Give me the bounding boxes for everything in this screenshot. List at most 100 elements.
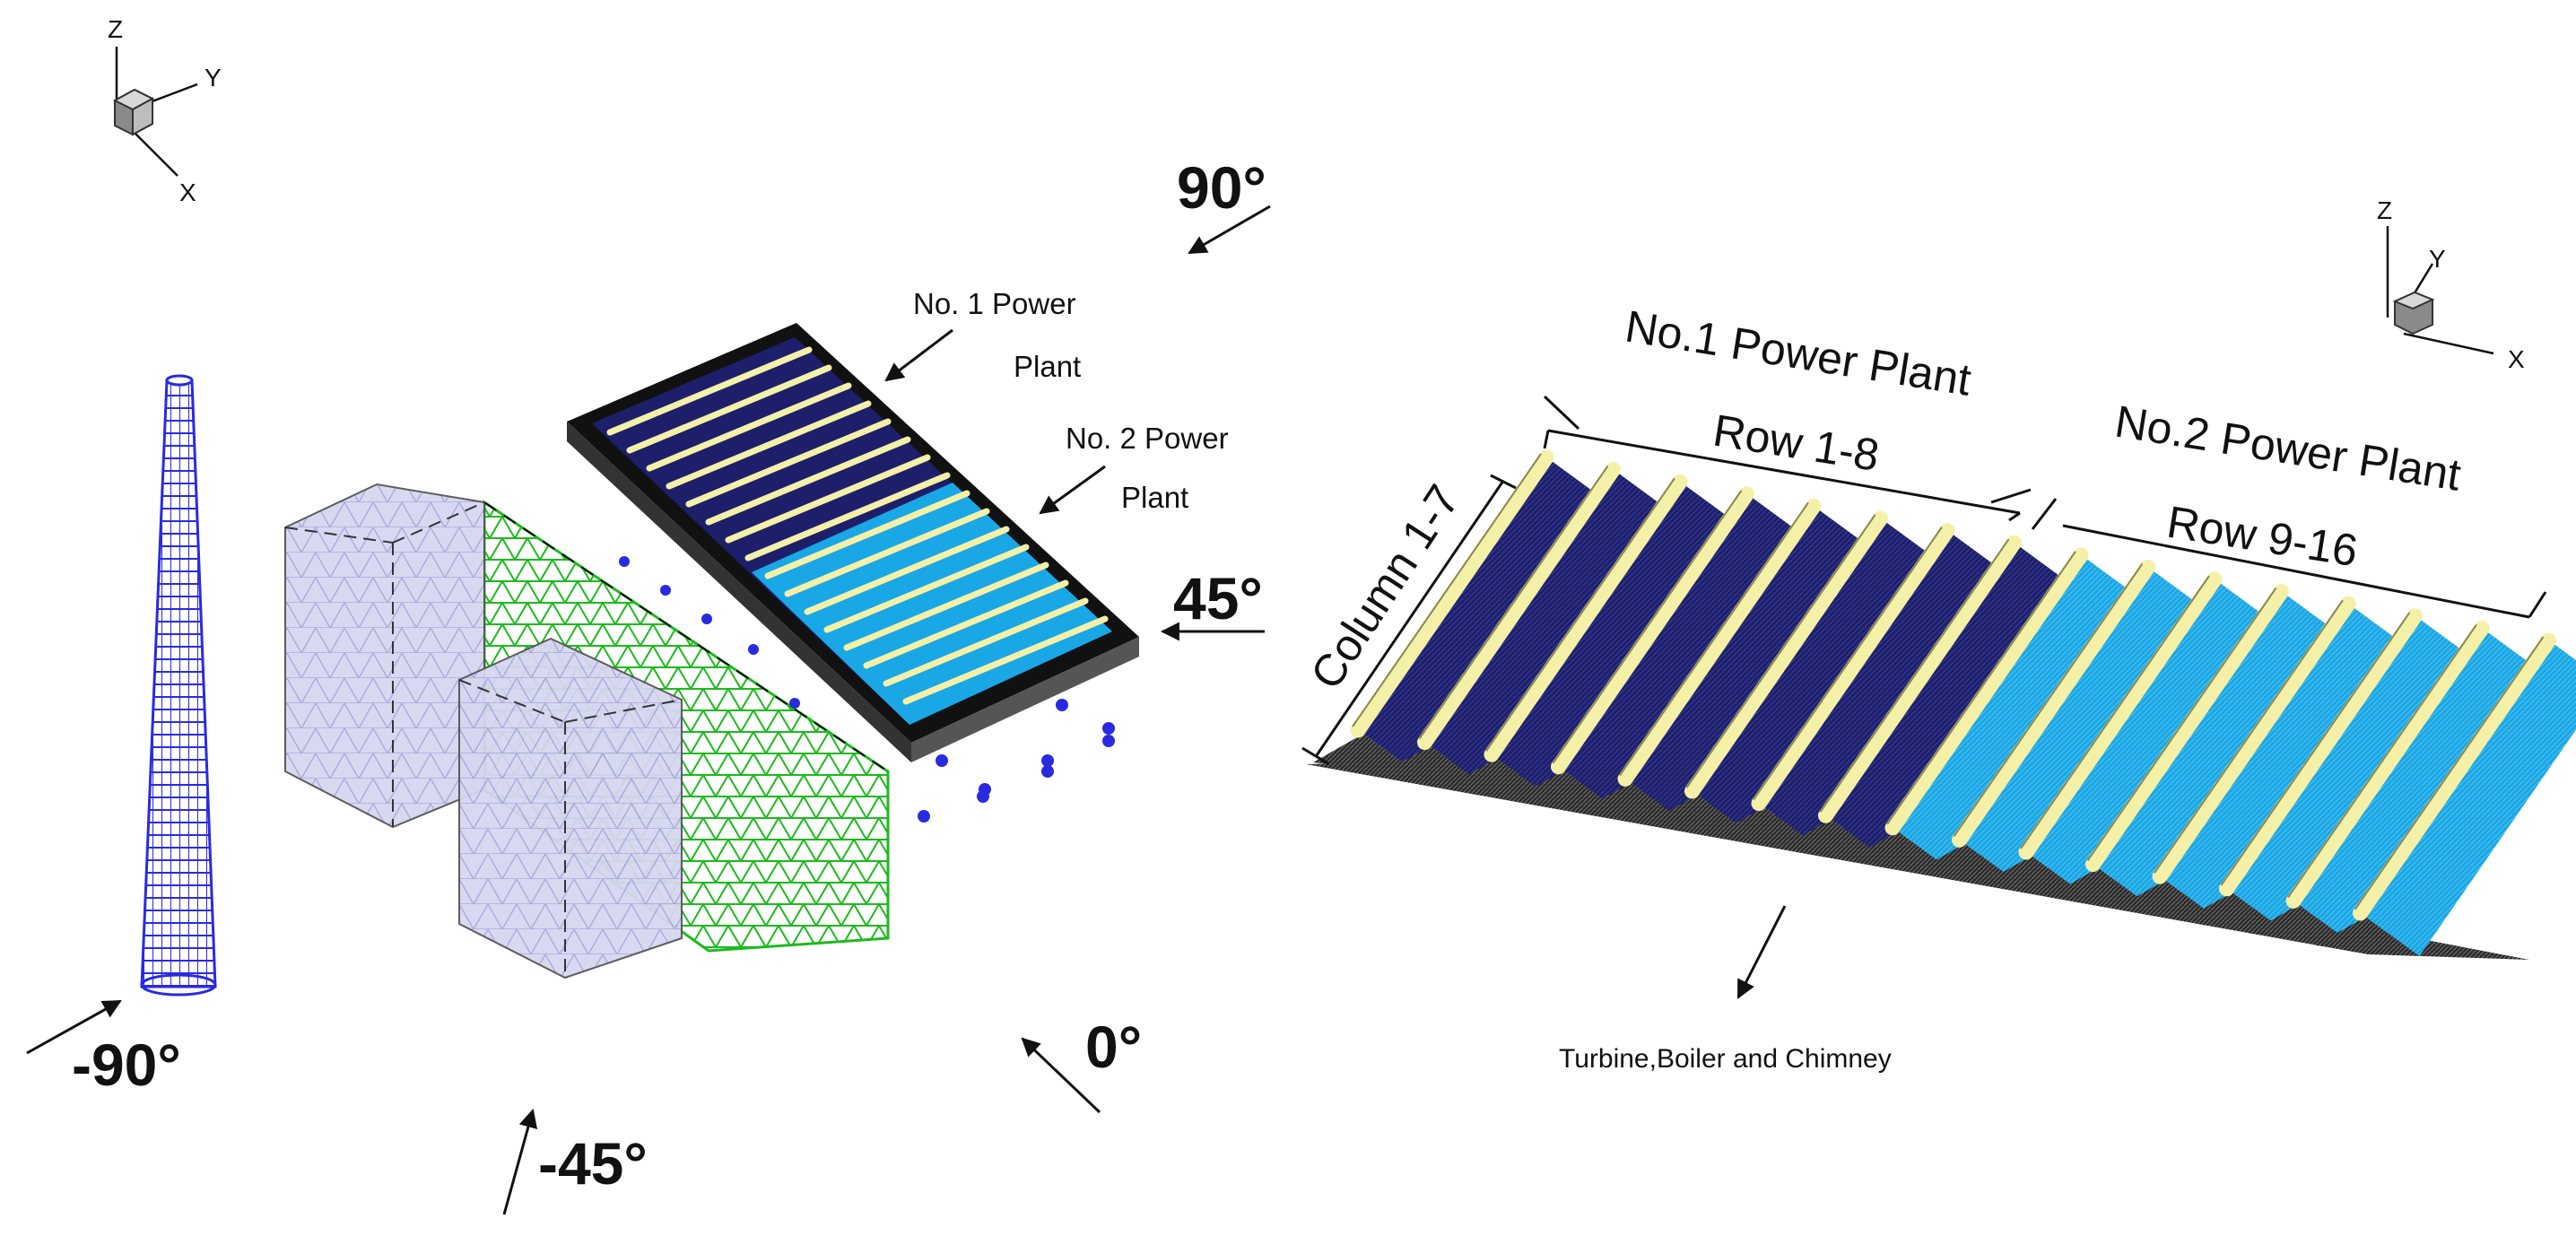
acc-row-5 (1580, 498, 1873, 823)
acc-row-steam-tube (1751, 523, 1955, 812)
acc-row-11 (1981, 571, 2274, 895)
acc-row-panel (2365, 644, 2576, 956)
axis-cube-icon (2392, 291, 2435, 335)
chimney-mesh (140, 374, 217, 997)
acc-row-1 (1313, 449, 1606, 773)
acc-row-panel (1697, 522, 1940, 834)
acc-row-steam-tube (1417, 462, 1621, 751)
acc-row-steam-tube (2353, 632, 2556, 921)
acc-row-steam-tube (1884, 547, 2089, 836)
turbine-pointer (1736, 905, 1787, 999)
acc-row-base (1580, 782, 1684, 823)
acc-row-steam-tube (2152, 596, 2356, 884)
acc-row-steam-tube (1818, 535, 2022, 823)
rows1-dimension (1543, 395, 2032, 522)
acc-row-tube-edge (1552, 490, 1743, 764)
plant1-pointer (884, 328, 953, 382)
acc-row-8 (1780, 535, 2074, 859)
acc-row-6 (1647, 510, 1940, 834)
turbine-label: Turbine,Boiler and Chimney (1559, 1044, 1892, 1074)
acc-row-panel (1898, 558, 2140, 871)
acc-row-tube-edge (1619, 501, 1809, 776)
boiler-building-2 (458, 637, 683, 979)
acc-row-panel (2032, 583, 2274, 895)
acc-row-tube-edge (1485, 477, 1675, 752)
acc-row-base (1780, 819, 1885, 859)
acc-row-base (1513, 770, 1618, 810)
acc-row-tube-edge (2220, 612, 2411, 886)
plant1-label-line2: Plant (1014, 350, 1081, 383)
acc-row-tube-edge (2287, 623, 2477, 898)
acc-row-tube-edge (2086, 588, 2277, 862)
wind-angle-90: 90° (1177, 154, 1266, 221)
plant1-label-line1: No. 1 Power (913, 287, 1076, 320)
acc-row-base (2249, 904, 2353, 945)
axis-z-label: Z (108, 15, 123, 43)
acc-row-steam-tube (2085, 584, 2289, 873)
acc-row-12 (2048, 584, 2341, 908)
acc-row-16 (2315, 632, 2576, 956)
acc-row-panel (1497, 485, 1739, 798)
axis-triad-left: Z Y X (108, 15, 222, 206)
acc-row-4 (1513, 486, 1806, 810)
wind-arrow-90 (1188, 205, 1271, 255)
acc-row-panel (2098, 595, 2341, 908)
acc-row-panel (1764, 534, 2006, 847)
acc-row-tube-edge (1418, 466, 1609, 740)
wind-angle-minus90: -90° (72, 1032, 181, 1098)
acc-row-panel (1631, 509, 1873, 823)
acc-row-steam-tube (1684, 510, 1888, 799)
acc-tube-rows (606, 346, 1109, 705)
acc-row-tube-edge (2154, 599, 2344, 874)
acc-row-panel (1563, 497, 1806, 810)
acc-row-9 (1848, 547, 2140, 871)
wind-angle-minus45: -45° (538, 1130, 648, 1197)
axis-y-label: Y (205, 64, 222, 91)
axis-triad-right: Z Y X (2377, 196, 2525, 373)
wind-arrow-0 (1021, 1037, 1101, 1114)
plant2-label-line2: Plant (1121, 481, 1188, 514)
acc-row-group (1313, 449, 2576, 956)
acc-row-base (1447, 758, 1551, 798)
acc-platform-left (567, 323, 1139, 762)
acc-array-right (1306, 449, 2576, 960)
axis-y-label: Y (2429, 245, 2446, 273)
axis-z-label: Z (2377, 196, 2392, 224)
acc-row-panel (1964, 570, 2207, 884)
plant1-title: No.1 Power Plant (1622, 301, 1974, 405)
wind-arrow-minus90 (26, 999, 122, 1055)
wind-arrow-minus45 (502, 1108, 538, 1215)
acc-row-panel (1831, 546, 2074, 859)
acc-row-7 (1714, 523, 2006, 847)
acc-row-base (1313, 734, 1417, 773)
plant2-pointer (1039, 465, 1106, 515)
acc-row-tube-edge (1753, 527, 1943, 801)
acc-row-tube-edge (1819, 538, 2010, 813)
acc-row-10 (1914, 559, 2207, 884)
wind-angle-0: 0° (1085, 1014, 1142, 1080)
acc-row-base (1647, 795, 1752, 834)
acc-row-steam-tube (1350, 449, 1554, 738)
acc-row-base (1848, 831, 1952, 871)
flue-points (619, 556, 1115, 823)
acc-row-base (1914, 843, 2019, 884)
acc-row-2 (1379, 462, 1673, 786)
acc-row-tube-edge (1685, 514, 1876, 788)
acc-row-tube-edge (1352, 453, 1542, 727)
acc-row-panel (2299, 631, 2541, 945)
acc-row-steam-tube (1551, 486, 1754, 775)
acc-row-15 (2249, 620, 2541, 945)
acc-row-panel (1363, 461, 1606, 773)
acc-row-13 (2115, 596, 2407, 920)
acc-row-base (2315, 917, 2420, 956)
acc-row-steam-tube (2219, 608, 2423, 897)
plant2-label-line1: No. 2 Power (1066, 422, 1229, 455)
rows1-label: Row 1-8 (1710, 405, 1883, 481)
acc-row-tube-edge (1953, 562, 2144, 837)
column-dimension (1301, 474, 1517, 766)
acc-row-steam-tube (2018, 571, 2223, 860)
acc-row-steam-tube (1952, 559, 2155, 848)
acc-row-steam-tube (1484, 474, 1688, 762)
acc-row-panel (2232, 619, 2475, 932)
